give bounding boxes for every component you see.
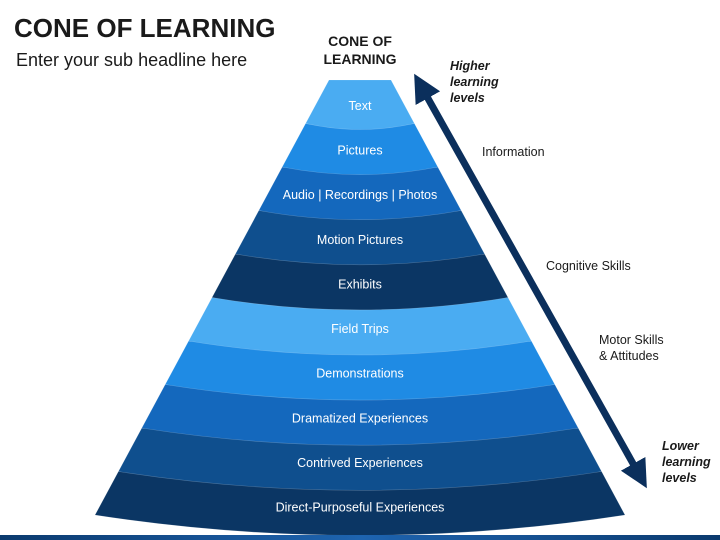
lower-line-1: Lower bbox=[662, 439, 699, 453]
cone-layer-label: Audio | Recordings | Photos bbox=[283, 188, 438, 202]
page-subtitle: Enter your sub headline here bbox=[16, 50, 248, 70]
cone-title-line-2: LEARNING bbox=[323, 51, 397, 67]
higher-learning-label: Higher learning levels bbox=[450, 58, 499, 106]
motor-line-1: Motor Skills bbox=[599, 333, 664, 347]
page-title: CONE OF LEARNING bbox=[14, 13, 276, 43]
motor-skills-label: Motor Skills & Attitudes bbox=[599, 332, 664, 364]
footer-bar bbox=[0, 535, 720, 540]
information-label: Information bbox=[482, 145, 545, 159]
higher-line-3: levels bbox=[450, 91, 485, 105]
cone-title: CONE OF LEARNING bbox=[300, 32, 420, 68]
learning-level-arrow bbox=[414, 73, 647, 489]
cone-title-line-1: CONE OF bbox=[328, 33, 392, 49]
motor-line-2: & Attitudes bbox=[599, 349, 659, 363]
cone-layer-label: Pictures bbox=[337, 144, 382, 158]
cone-layer-label: Direct-Purposeful Experiences bbox=[276, 501, 445, 515]
lower-line-2: learning bbox=[662, 455, 711, 469]
cone-layer-label: Demonstrations bbox=[316, 367, 404, 381]
higher-line-1: Higher bbox=[450, 59, 490, 73]
cone-layer-label: Text bbox=[349, 99, 372, 113]
lower-line-3: levels bbox=[662, 471, 697, 485]
higher-line-2: learning bbox=[450, 75, 499, 89]
cone-layer-label: Contrived Experiences bbox=[297, 456, 423, 470]
cone-layer-label: Exhibits bbox=[338, 277, 382, 291]
cone-layer-label: Motion Pictures bbox=[317, 233, 403, 247]
lower-learning-label: Lower learning levels bbox=[662, 438, 711, 486]
cone-layer-label: Field Trips bbox=[331, 322, 389, 336]
cone-layer-label: Dramatized Experiences bbox=[292, 411, 428, 425]
cognitive-skills-label: Cognitive Skills bbox=[546, 259, 631, 273]
